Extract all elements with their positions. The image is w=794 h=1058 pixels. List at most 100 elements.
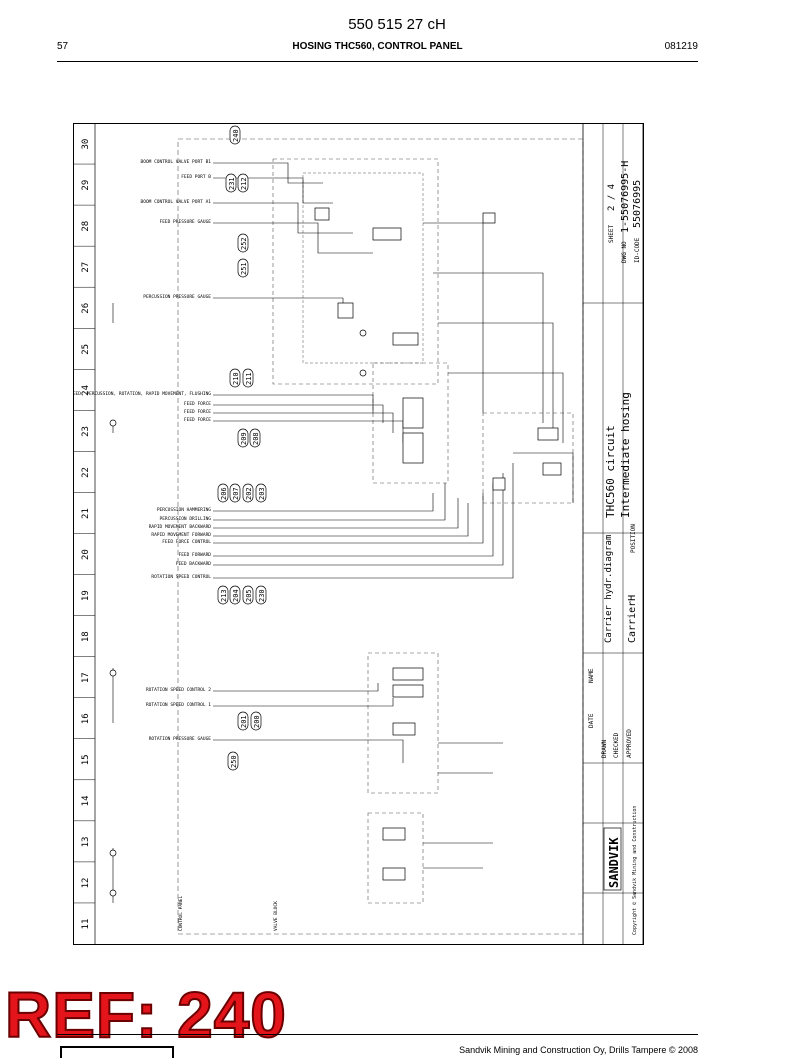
ref-balloon — [249, 428, 261, 448]
title-line-2: Intermediate hosing — [619, 392, 632, 518]
column-number: 11 — [81, 919, 91, 930]
port-label: FEED FORCE — [184, 409, 211, 415]
dwg-value: 1-55076995-H — [620, 161, 631, 233]
ref-balloon — [255, 483, 267, 503]
footer-logo-fragment — [60, 1046, 174, 1058]
column-number: 29 — [81, 180, 91, 191]
port-label: FEED PRESSURE GAUGE — [160, 219, 212, 225]
ref-balloon-label: 230 — [258, 589, 266, 602]
ref-balloon — [242, 483, 254, 503]
id-code-value: 55076995 — [632, 180, 643, 228]
ref-balloon-label: 205 — [245, 589, 253, 602]
column-number: 30 — [81, 139, 91, 150]
ref-balloon-label: 202 — [245, 487, 253, 500]
id-code-label: ID-CODE — [634, 237, 641, 263]
bottom-label: CONTROL PANEL — [178, 895, 184, 931]
column-number: 13 — [81, 837, 91, 848]
dwg-label: DWG NO — [621, 241, 628, 263]
ref-balloon-label: 203 — [258, 487, 266, 500]
column-number: 25 — [81, 344, 91, 355]
port-label: PERCUSSION HAMMERING — [157, 507, 211, 513]
column-number: 23 — [81, 426, 91, 437]
footer-text: Sandvik Mining and Construction Oy, Dril… — [459, 1045, 698, 1055]
column-number: 26 — [81, 303, 91, 314]
footer-divider — [57, 1034, 698, 1035]
ref-balloon — [229, 585, 241, 605]
ref-balloon-label: 206 — [220, 487, 228, 500]
subtitle-1: Carrier hydr.diagram — [604, 535, 614, 643]
column-number: 12 — [81, 878, 91, 889]
ref-balloon — [250, 711, 262, 731]
page-title: HOSING THC560, CONTROL PANEL — [292, 41, 463, 52]
port-label: FEED FORCE — [184, 401, 211, 407]
port-label: ROTATION SPEED CONTROL 1 — [146, 702, 211, 708]
date-code: 081219 — [664, 41, 698, 52]
ref-balloon-label: 201 — [240, 715, 248, 728]
ref-balloon-label: 211 — [245, 372, 253, 385]
header-divider — [57, 61, 698, 62]
ref-balloon — [217, 483, 229, 503]
column-number: 18 — [81, 631, 91, 642]
header-row: 57 HOSING THC560, CONTROL PANEL 081219 — [57, 41, 698, 59]
ref-balloon — [229, 483, 241, 503]
col-position: POSITION — [630, 524, 637, 553]
sheet-value: 2 / 4 — [607, 184, 617, 211]
port-label: FEED FORCE — [184, 417, 211, 423]
port-label: ROTATION PRESSURE GAUGE — [149, 736, 212, 742]
ref-balloon — [229, 125, 241, 145]
column-number: 20 — [81, 549, 91, 560]
ref-balloon-label: 210 — [232, 372, 240, 385]
ref-balloon — [225, 173, 237, 193]
ref-stamp: REF: 240 — [4, 979, 287, 1051]
port-label: BOOM CONTROL VALVE PORT A1 — [141, 199, 212, 205]
port-label: FEED BACKWARD — [176, 561, 212, 567]
column-number: 28 — [81, 221, 91, 232]
ref-balloon-label: 251 — [240, 262, 248, 275]
column-number: 14 — [81, 795, 91, 806]
port-label: RAPID MOVEMENT FORWARD — [151, 532, 211, 538]
port-label: FEED PORT B — [181, 174, 211, 180]
ref-balloon-label: 231 — [228, 177, 236, 190]
column-number: 16 — [81, 713, 91, 724]
ref-balloon-label: 209 — [240, 432, 248, 445]
row-approved: APPROVED — [626, 729, 633, 758]
column-number: 17 — [81, 672, 91, 683]
ref-balloon — [237, 258, 249, 278]
page-number: 57 — [57, 41, 69, 52]
ref-balloon-label: 250 — [230, 755, 238, 768]
bottom-label-group: CONTROL PANEL VALVE BLOCK — [178, 895, 279, 931]
ref-balloon — [217, 585, 229, 605]
port-label: FEED FORCE CONTROL — [162, 539, 211, 545]
port-label: RAPID MOVEMENT BACKWARD — [149, 524, 212, 530]
column-number: 21 — [81, 508, 91, 519]
ref-balloon-label: 213 — [220, 589, 228, 602]
ref-balloon — [237, 428, 249, 448]
ref-balloon-label: 252 — [240, 237, 248, 250]
col-name: NAME — [588, 668, 595, 683]
title-line-1: THC560 circuit — [604, 425, 617, 518]
col-date: DATE — [588, 713, 595, 728]
port-label: ROTATION SPEED CONTROL 2 — [146, 687, 211, 693]
bottom-label: VALVE BLOCK — [273, 901, 279, 931]
port-label: BOOM CONTROL VALVE PORT B1 — [141, 159, 212, 165]
ref-balloon — [237, 233, 249, 253]
sheet-label: SHEET — [608, 225, 615, 243]
port-label-group: BOOM CONTROL VALVE PORT B1 FEED PORT B BOO… — [73, 159, 211, 742]
ref-balloon — [237, 711, 249, 731]
ref-balloon — [242, 368, 254, 388]
row-drawn: DRAWN — [601, 740, 608, 758]
port-label: ROTATION SPEED CONTROL — [151, 574, 211, 580]
column-number: 24 — [81, 385, 91, 396]
copyright-text: Copyright © Sandvik Mining and Construct… — [632, 806, 638, 935]
ref-balloon-label: 207 — [232, 487, 240, 500]
brand-logo: SANDVIK — [607, 837, 621, 888]
subtitle-2: CarrierH — [627, 595, 638, 643]
port-label: PERCUSSION DRILLING — [160, 516, 212, 522]
ref-balloon — [255, 585, 267, 605]
ref-balloon-label: 208 — [252, 432, 260, 445]
ref-balloon-label: 200 — [253, 715, 261, 728]
ref-balloon — [237, 173, 249, 193]
